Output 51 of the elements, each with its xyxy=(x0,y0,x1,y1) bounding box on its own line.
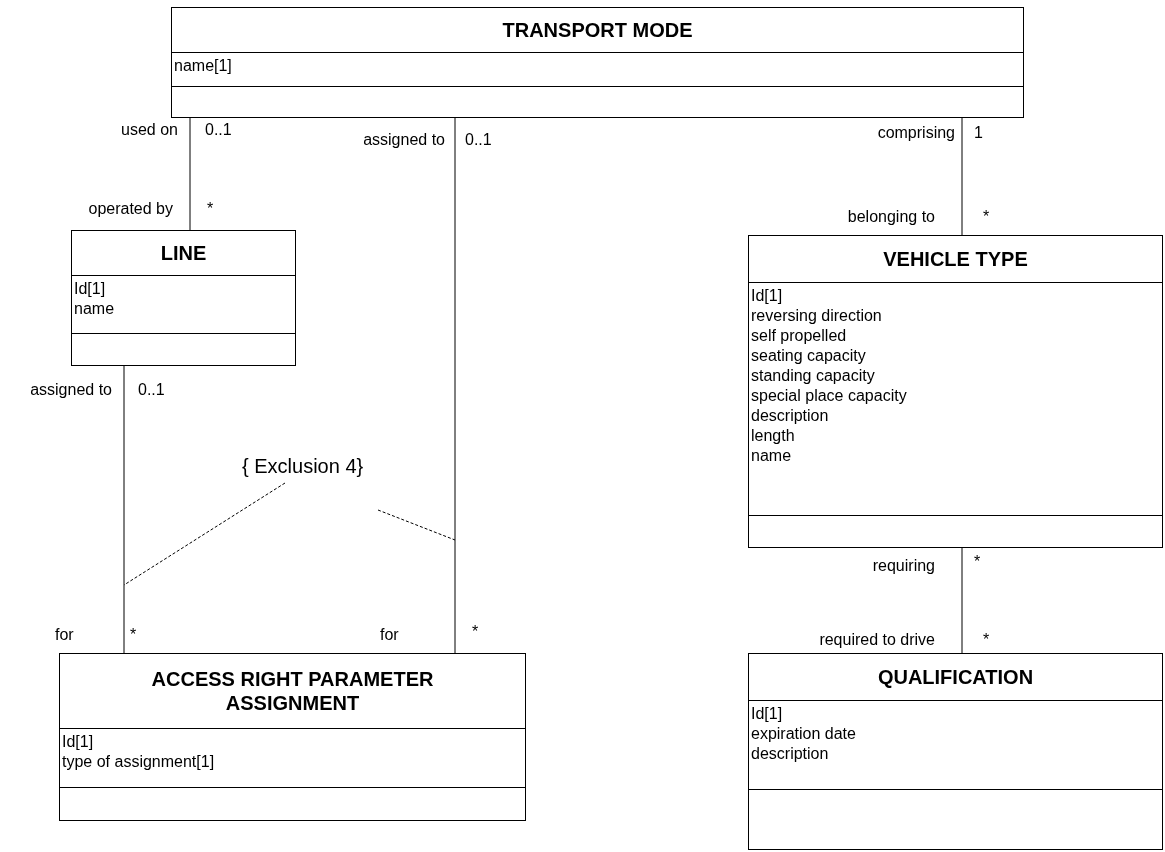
attribute-text: special place capacity xyxy=(751,386,907,406)
association-line xyxy=(123,365,125,654)
class-box xyxy=(71,230,296,366)
class-name: VEHICLE TYPE xyxy=(883,247,1028,271)
attribute-text: expiration date xyxy=(751,724,856,744)
attribute-text: standing capacity xyxy=(751,366,875,386)
role-label: used on xyxy=(121,121,178,139)
class-box xyxy=(748,653,1163,850)
multiplicity-label: * xyxy=(472,623,479,641)
association-line xyxy=(961,117,963,236)
attribute-text: name xyxy=(751,446,792,466)
attribute-text: seating capacity xyxy=(751,346,866,366)
attribute-text: description xyxy=(751,744,829,764)
attribute-text: Id[1] xyxy=(751,286,783,306)
class-name: ACCESS RIGHT PARAMETER ASSIGNMENT xyxy=(150,667,435,715)
attribute-text: name xyxy=(74,299,115,319)
attribute-text: Id[1] xyxy=(62,732,94,752)
multiplicity-label: 0..1 xyxy=(138,381,165,399)
attribute-text: Id[1] xyxy=(751,704,783,724)
class-name: QUALIFICATION xyxy=(877,665,1034,689)
association-line xyxy=(189,117,191,231)
class-box xyxy=(171,7,1024,118)
attribute-text: length xyxy=(751,426,795,446)
constraint-leader-line xyxy=(377,509,456,541)
multiplicity-label: 1 xyxy=(974,124,983,142)
role-label: for xyxy=(380,626,399,644)
role-label: assigned to xyxy=(363,131,445,149)
role-label: for xyxy=(55,626,74,644)
attribute-text: self propelled xyxy=(751,326,847,346)
association-line xyxy=(454,117,456,654)
multiplicity-label: * xyxy=(207,200,214,218)
association-line xyxy=(961,547,963,654)
attribute-text: name[1] xyxy=(174,56,232,76)
constraint-leader-line xyxy=(123,482,286,586)
multiplicity-label: * xyxy=(983,208,990,226)
multiplicity-label: * xyxy=(974,553,981,571)
multiplicity-label: * xyxy=(130,626,137,644)
role-label: assigned to xyxy=(30,381,112,399)
attribute-text: Id[1] xyxy=(74,279,106,299)
constraint-label: { Exclusion 4} xyxy=(242,454,364,478)
attribute-text: description xyxy=(751,406,829,426)
class-box xyxy=(59,653,526,821)
multiplicity-label: 0..1 xyxy=(205,121,232,139)
multiplicity-label: * xyxy=(983,631,990,649)
multiplicity-label: 0..1 xyxy=(465,131,492,149)
class-box xyxy=(748,235,1163,548)
attribute-text: type of assignment[1] xyxy=(62,752,215,772)
role-label: comprising xyxy=(877,124,955,142)
class-name: TRANSPORT MODE xyxy=(502,18,693,42)
attribute-text: reversing direction xyxy=(751,306,882,326)
class-name: LINE xyxy=(160,241,207,265)
